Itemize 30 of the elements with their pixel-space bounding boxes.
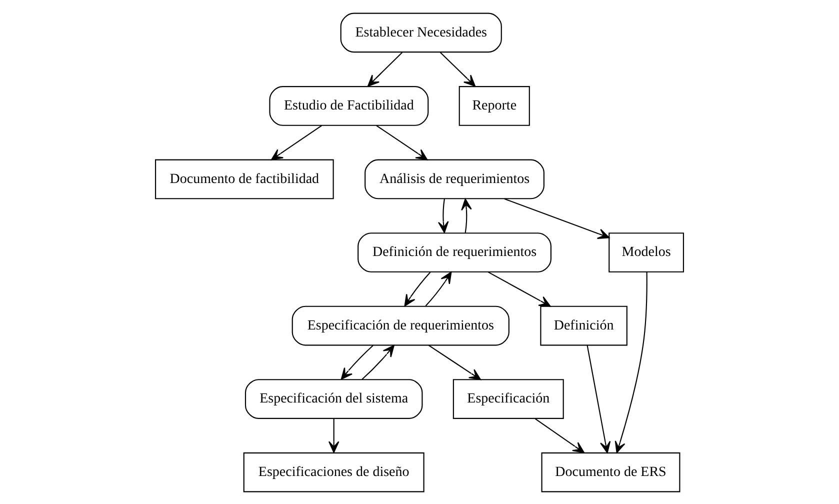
node-box: Documento de factibilidad [155, 158, 334, 199]
arrow [461, 198, 472, 232]
arrow [440, 52, 476, 86]
arrow [404, 271, 431, 306]
arrow [367, 52, 403, 86]
node-box: Definición de requerimientos [358, 232, 552, 272]
arrow [438, 198, 449, 233]
node-box: Documento de ERS [541, 452, 680, 492]
node-box: Modelos [608, 232, 684, 272]
node-box: Especificación de requerimientos [292, 305, 510, 346]
arrow [428, 344, 482, 380]
arrow [270, 124, 322, 160]
node-box: Establecer Necesidades [340, 12, 502, 52]
node-box: Especificación [452, 378, 564, 418]
arrow [488, 271, 551, 306]
arrow [362, 344, 394, 380]
arrow [534, 418, 585, 453]
arrow [328, 418, 340, 452]
arrow [340, 344, 374, 380]
node-box: Especificaciones de diseño [243, 452, 424, 492]
arrow [504, 198, 610, 238]
node-box: Definición [540, 305, 628, 346]
node-box: Especificación del sistema [244, 378, 423, 418]
arrow [614, 271, 648, 453]
arrow [376, 124, 428, 160]
node-box: Estudio de Factibilidad [269, 86, 429, 126]
node-box: Análisis de requerimientos [364, 158, 544, 199]
node-box: Reporte [458, 86, 530, 126]
arrow [586, 344, 611, 453]
arrow [425, 271, 452, 306]
